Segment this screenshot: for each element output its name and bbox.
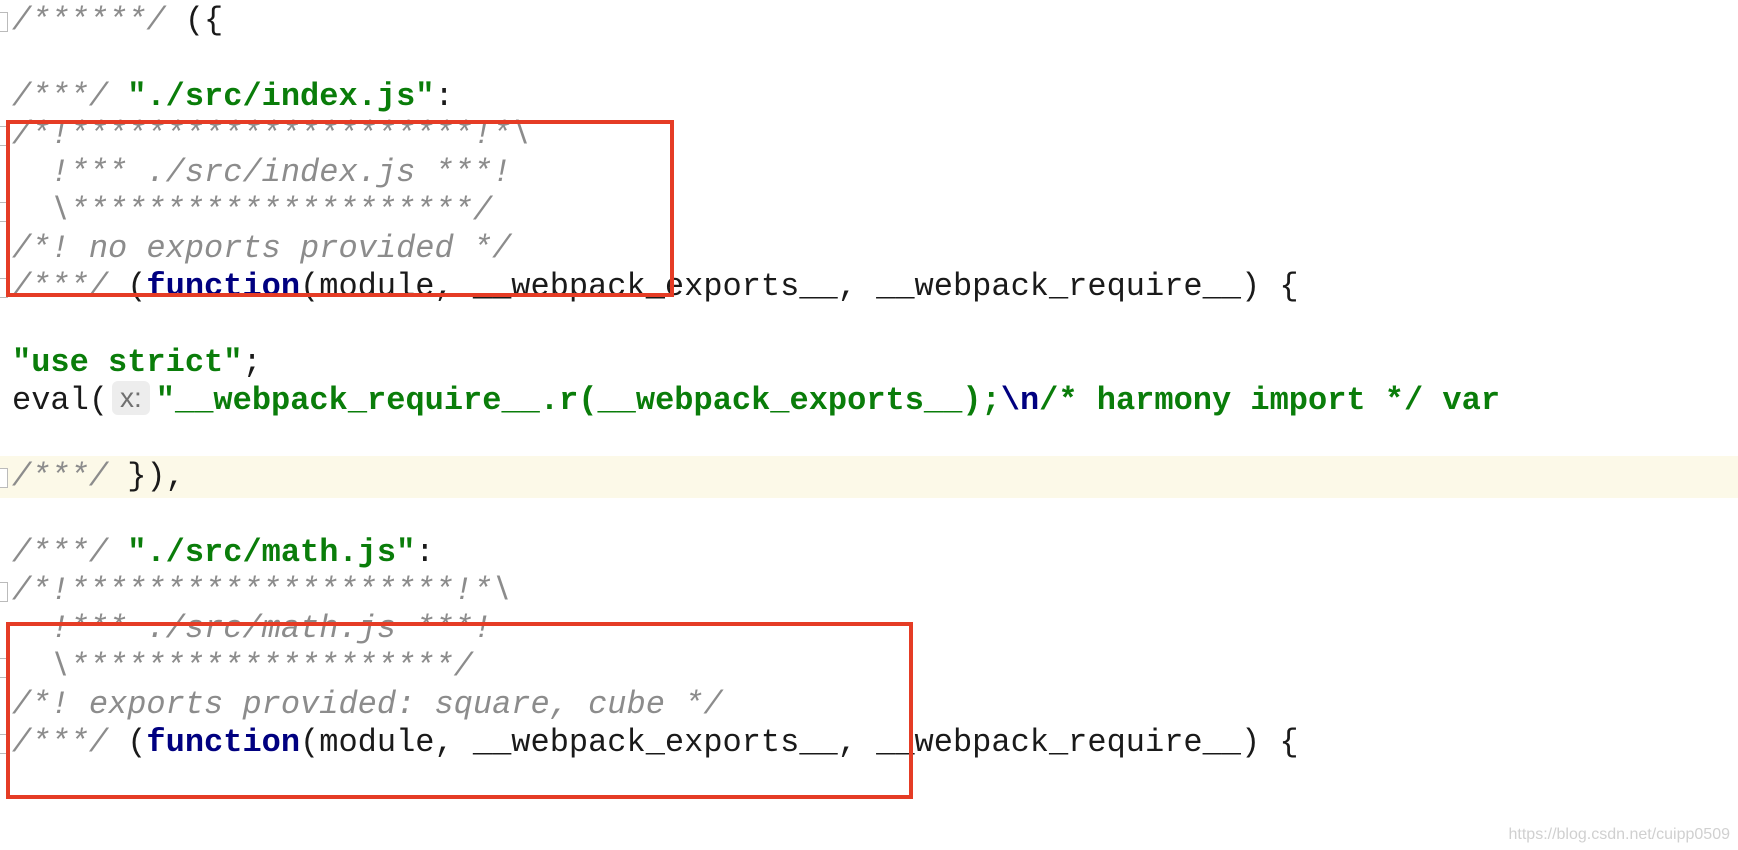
keyword-token: function (146, 724, 301, 761)
code-line[interactable]: /***/ (function(module, __webpack_export… (0, 722, 1738, 764)
comment-token: /***/ (12, 458, 109, 495)
string-token: "./src/math.js" (108, 534, 416, 571)
punctuation-token: }), (108, 458, 185, 495)
fold-marker-icon[interactable] (0, 468, 8, 488)
code-line[interactable]: \*********************/ (0, 190, 1738, 232)
punctuation-token: ( (108, 268, 147, 305)
string-token: /* harmony import */ var (1039, 382, 1501, 419)
escape-token: \n (1000, 382, 1040, 419)
code-line[interactable]: eval(x:"__webpack_require__.r(__webpack_… (0, 380, 1738, 422)
code-line[interactable]: !*** ./src/index.js ***! (0, 152, 1738, 194)
comment-token: /*!********************!*\ (12, 572, 512, 609)
punctuation-token: ( (108, 724, 147, 761)
comment-token: !*** ./src/math.js ***! (12, 610, 493, 647)
parameter-hint: x: (112, 381, 150, 415)
fold-marker-icon[interactable] (0, 582, 8, 602)
comment-token: /***/ (12, 534, 109, 571)
identifier-token: eval( (12, 382, 109, 419)
keyword-token: function (146, 268, 301, 305)
comment-token: \********************/ (12, 648, 473, 685)
string-token: "./src/index.js" (108, 78, 435, 115)
punctuation-token: (module, __webpack_exports__, __webpack_… (300, 724, 1299, 761)
code-line[interactable]: "use strict"; (0, 342, 1738, 384)
code-line[interactable]: /***/ "./src/math.js": (0, 532, 1738, 574)
punctuation-token: : (415, 534, 435, 571)
punctuation-token: ({ (165, 2, 224, 39)
comment-token: /*! no exports provided */ (12, 230, 512, 267)
fold-marker-icon[interactable] (0, 658, 8, 678)
fold-marker-icon[interactable] (0, 126, 8, 146)
punctuation-token: : (434, 78, 454, 115)
fold-marker-icon[interactable] (0, 734, 8, 754)
string-token: "__webpack_require__.r(__webpack_exports… (155, 382, 1001, 419)
fold-marker-icon[interactable] (0, 278, 8, 298)
code-line[interactable]: /***/ (function(module, __webpack_export… (0, 266, 1738, 308)
code-line[interactable]: /***/ "./src/index.js": (0, 76, 1738, 118)
punctuation-token: ; (242, 344, 262, 381)
comment-token: /*! exports provided: square, cube */ (12, 686, 723, 723)
comment-token: /***/ (12, 724, 109, 761)
code-line[interactable]: /*!********************!*\ (0, 570, 1738, 612)
code-line-current[interactable]: /***/ }), (0, 456, 1738, 498)
code-line[interactable]: /*! exports provided: square, cube */ (0, 684, 1738, 726)
comment-token: !*** ./src/index.js ***! (12, 154, 512, 191)
punctuation-token: (module, __webpack_exports__, __webpack_… (300, 268, 1299, 305)
fold-marker-icon[interactable] (0, 12, 8, 32)
code-line[interactable]: !*** ./src/math.js ***! (0, 608, 1738, 650)
comment-token: /***/ (12, 268, 109, 305)
comment-token: /******/ (12, 2, 166, 39)
string-token: "use strict" (12, 344, 243, 381)
comment-token: /*!*********************!*\ (12, 116, 531, 153)
comment-token: /***/ (12, 78, 109, 115)
watermark-text: https://blog.csdn.net/cuipp0509 (1508, 826, 1731, 843)
code-line[interactable]: /*!*********************!*\ (0, 114, 1738, 156)
code-line[interactable]: \********************/ (0, 646, 1738, 688)
comment-token: \*********************/ (12, 192, 493, 229)
fold-marker-icon[interactable] (0, 202, 8, 222)
code-line[interactable]: /******/ ({ (0, 0, 1738, 42)
code-line[interactable]: /*! no exports provided */ (0, 228, 1738, 270)
